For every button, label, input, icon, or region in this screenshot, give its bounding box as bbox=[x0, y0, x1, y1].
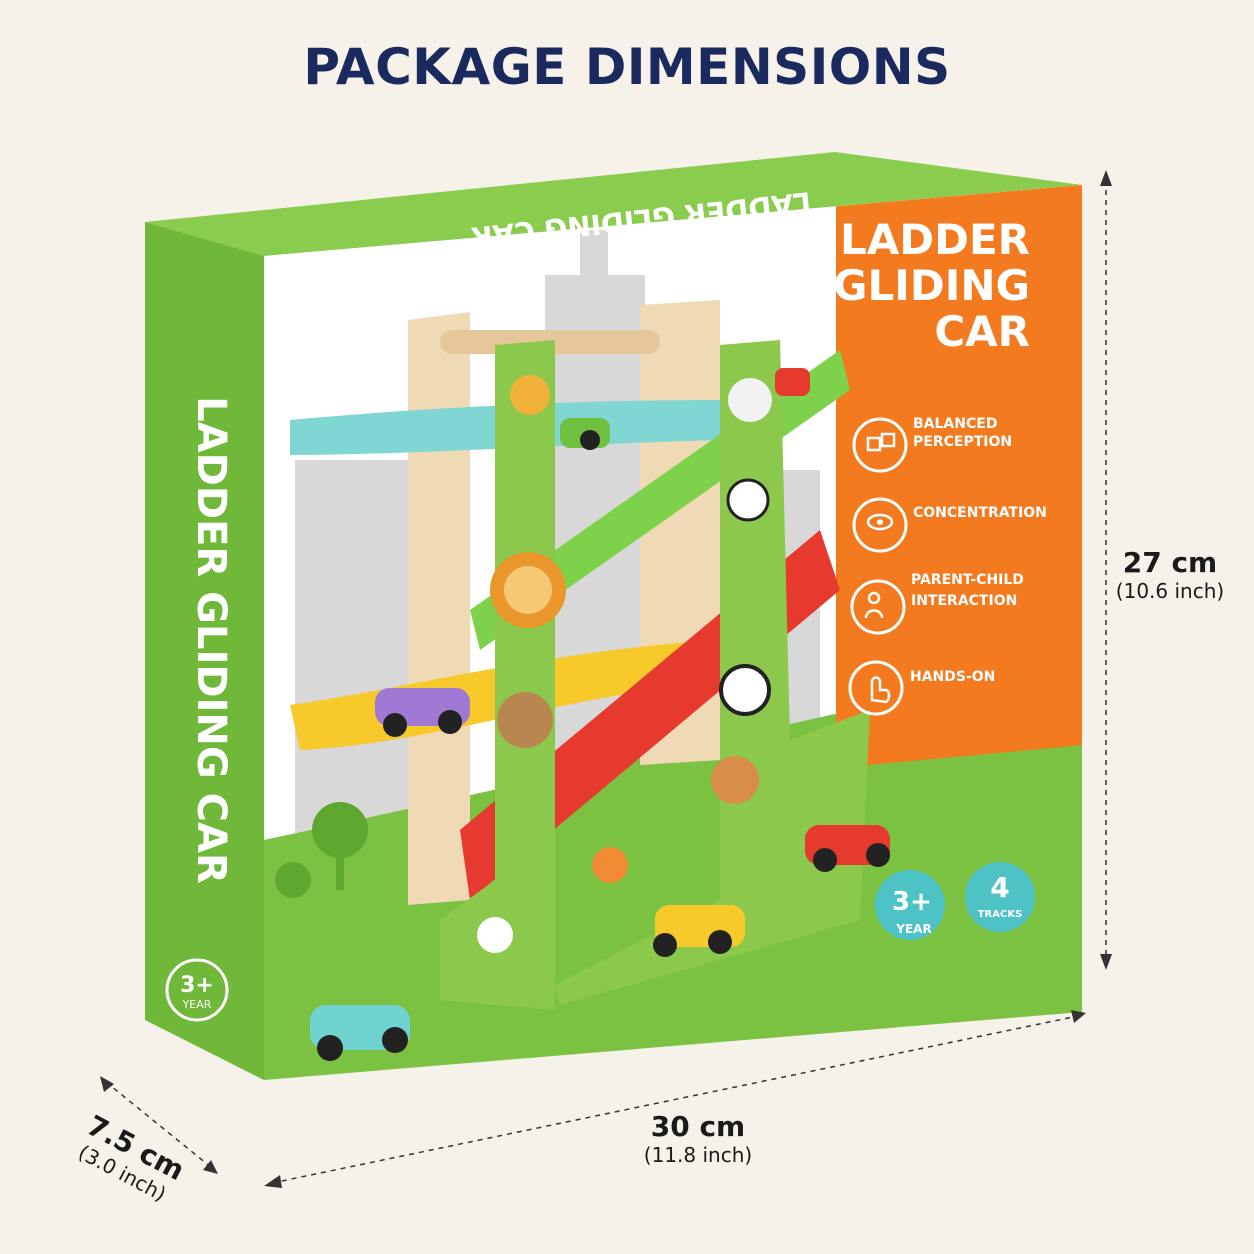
cubes-icon bbox=[852, 417, 908, 473]
side-age-badge: 3+ YEAR bbox=[165, 958, 229, 1022]
box-front-face bbox=[264, 185, 1082, 1080]
feature-list: BALANCED PERCEPTION CONCENTRATION PARENT… bbox=[848, 416, 1047, 716]
svg-text:PERCEPTION: PERCEPTION bbox=[913, 434, 1012, 450]
svg-text:BALANCED: BALANCED bbox=[913, 416, 997, 432]
svg-text:PARENT-CHILD: PARENT-CHILD bbox=[911, 572, 1024, 588]
width-dimension-label: 30 cm (11.8 inch) bbox=[618, 1110, 778, 1167]
svg-text:3+: 3+ bbox=[180, 973, 214, 998]
box-side-face bbox=[145, 222, 264, 1080]
svg-text:3+: 3+ bbox=[892, 887, 932, 917]
box-side-text: LADDER GLIDING CAR bbox=[188, 396, 234, 884]
age-badge: 3+ YEAR bbox=[875, 870, 945, 940]
svg-text:HANDS-ON: HANDS-ON bbox=[910, 669, 995, 685]
width-imperial: (11.8 inch) bbox=[643, 1143, 753, 1167]
height-value: 27 cm bbox=[1122, 546, 1218, 579]
width-value: 30 cm bbox=[650, 1110, 746, 1143]
parent-child-icon bbox=[850, 579, 906, 635]
box-title-line-2: GLIDING bbox=[833, 261, 1030, 310]
ladder-toy bbox=[290, 300, 890, 1061]
feature-concentration: CONCENTRATION bbox=[852, 497, 1047, 553]
box-title-line-3: CAR bbox=[934, 307, 1030, 356]
depth-dimension-line bbox=[105, 1081, 213, 1169]
height-imperial: (10.6 inch) bbox=[1115, 579, 1225, 603]
box-top-face bbox=[145, 152, 1082, 256]
feature-balanced-perception: BALANCED PERCEPTION bbox=[852, 416, 1012, 473]
feature-parent-child: PARENT-CHILD INTERACTION bbox=[850, 572, 1024, 635]
hand-touch-icon bbox=[848, 660, 904, 716]
svg-text:INTERACTION: INTERACTION bbox=[911, 593, 1017, 609]
svg-text:TRACKS: TRACKS bbox=[978, 909, 1023, 920]
page-title: PACKAGE DIMENSIONS bbox=[303, 38, 951, 96]
eye-bulb-icon bbox=[852, 497, 908, 553]
feature-hands-on: HANDS-ON bbox=[848, 660, 995, 716]
height-dimension-label: 27 cm (10.6 inch) bbox=[1100, 546, 1240, 603]
svg-text:YEAR: YEAR bbox=[182, 998, 212, 1011]
svg-text:YEAR: YEAR bbox=[895, 922, 931, 936]
tracks-badge: 4 TRACKS bbox=[965, 862, 1035, 932]
box-title-line-1: LADDER bbox=[840, 215, 1030, 264]
svg-text:CONCENTRATION: CONCENTRATION bbox=[913, 505, 1047, 521]
svg-text:4: 4 bbox=[990, 871, 1009, 904]
width-dimension-line bbox=[271, 1015, 1079, 1184]
